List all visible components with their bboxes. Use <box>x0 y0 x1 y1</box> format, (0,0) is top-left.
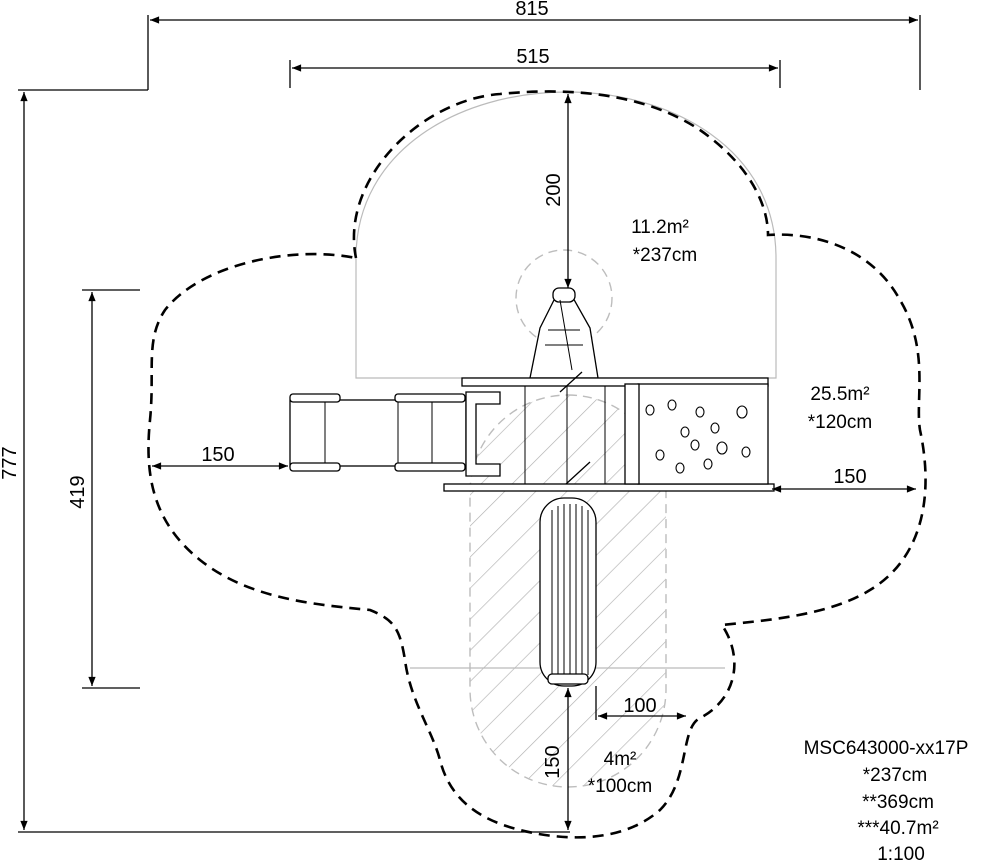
climbing-wall-frame <box>624 383 640 485</box>
swing-chain <box>545 299 583 371</box>
slide-end <box>547 673 589 685</box>
climbing-holds <box>645 399 751 474</box>
bottom-area-height: *100cm <box>588 776 652 797</box>
label-bottom-zone: 150 <box>542 745 564 778</box>
bridge <box>289 399 467 467</box>
platform-bottom-bar <box>443 483 775 492</box>
swing-frame <box>529 295 599 379</box>
label-right-zone: 150 <box>833 466 866 488</box>
safety-outline <box>147 90 927 839</box>
bottom-area-size: 4m² <box>604 749 637 770</box>
top-area-height: *237cm <box>633 245 697 266</box>
label-left-zone: 150 <box>201 444 234 466</box>
dimension-labels: 815 515 777 419 200 150 150 100 150 <box>0 0 867 779</box>
dimension-lines <box>18 15 921 833</box>
right-area-size: 25.5m² <box>810 384 869 405</box>
label-platform-width: 515 <box>516 46 549 68</box>
swing-top <box>552 287 576 303</box>
info-height: *237cm <box>863 765 927 786</box>
info-area: ***40.7m² <box>857 818 938 839</box>
label-top-zone: 200 <box>543 173 565 206</box>
platform-top-bar <box>461 377 769 387</box>
bridge-end-top <box>289 393 341 403</box>
area-labels: 11.2m² *237cm 25.5m² *120cm 4m² *100cm <box>588 217 872 797</box>
bridge-mid-bottom <box>394 462 466 472</box>
label-overall-height: 777 <box>0 446 21 479</box>
label-slide-zone: 100 <box>623 695 656 717</box>
top-area-size: 11.2m² <box>631 217 689 238</box>
bridge-connector <box>465 391 501 477</box>
info-scale: 1:100 <box>877 844 925 863</box>
info-length: **369cm <box>862 792 934 813</box>
platform-diag-2 <box>565 461 591 485</box>
safety-zones <box>147 90 927 839</box>
slide-ribs <box>551 504 589 680</box>
platform-diag-1 <box>559 371 583 393</box>
label-overall-width: 815 <box>515 0 548 20</box>
info-block: MSC643000-xx17P *237cm **369cm ***40.7m²… <box>804 738 969 863</box>
bridge-mid-top <box>394 393 466 403</box>
info-model: MSC643000-xx17P <box>804 738 969 759</box>
climbing-wall <box>637 383 769 485</box>
right-area-height: *120cm <box>808 412 872 433</box>
bridge-end-bottom <box>289 462 341 472</box>
label-structure-height: 419 <box>67 475 89 508</box>
